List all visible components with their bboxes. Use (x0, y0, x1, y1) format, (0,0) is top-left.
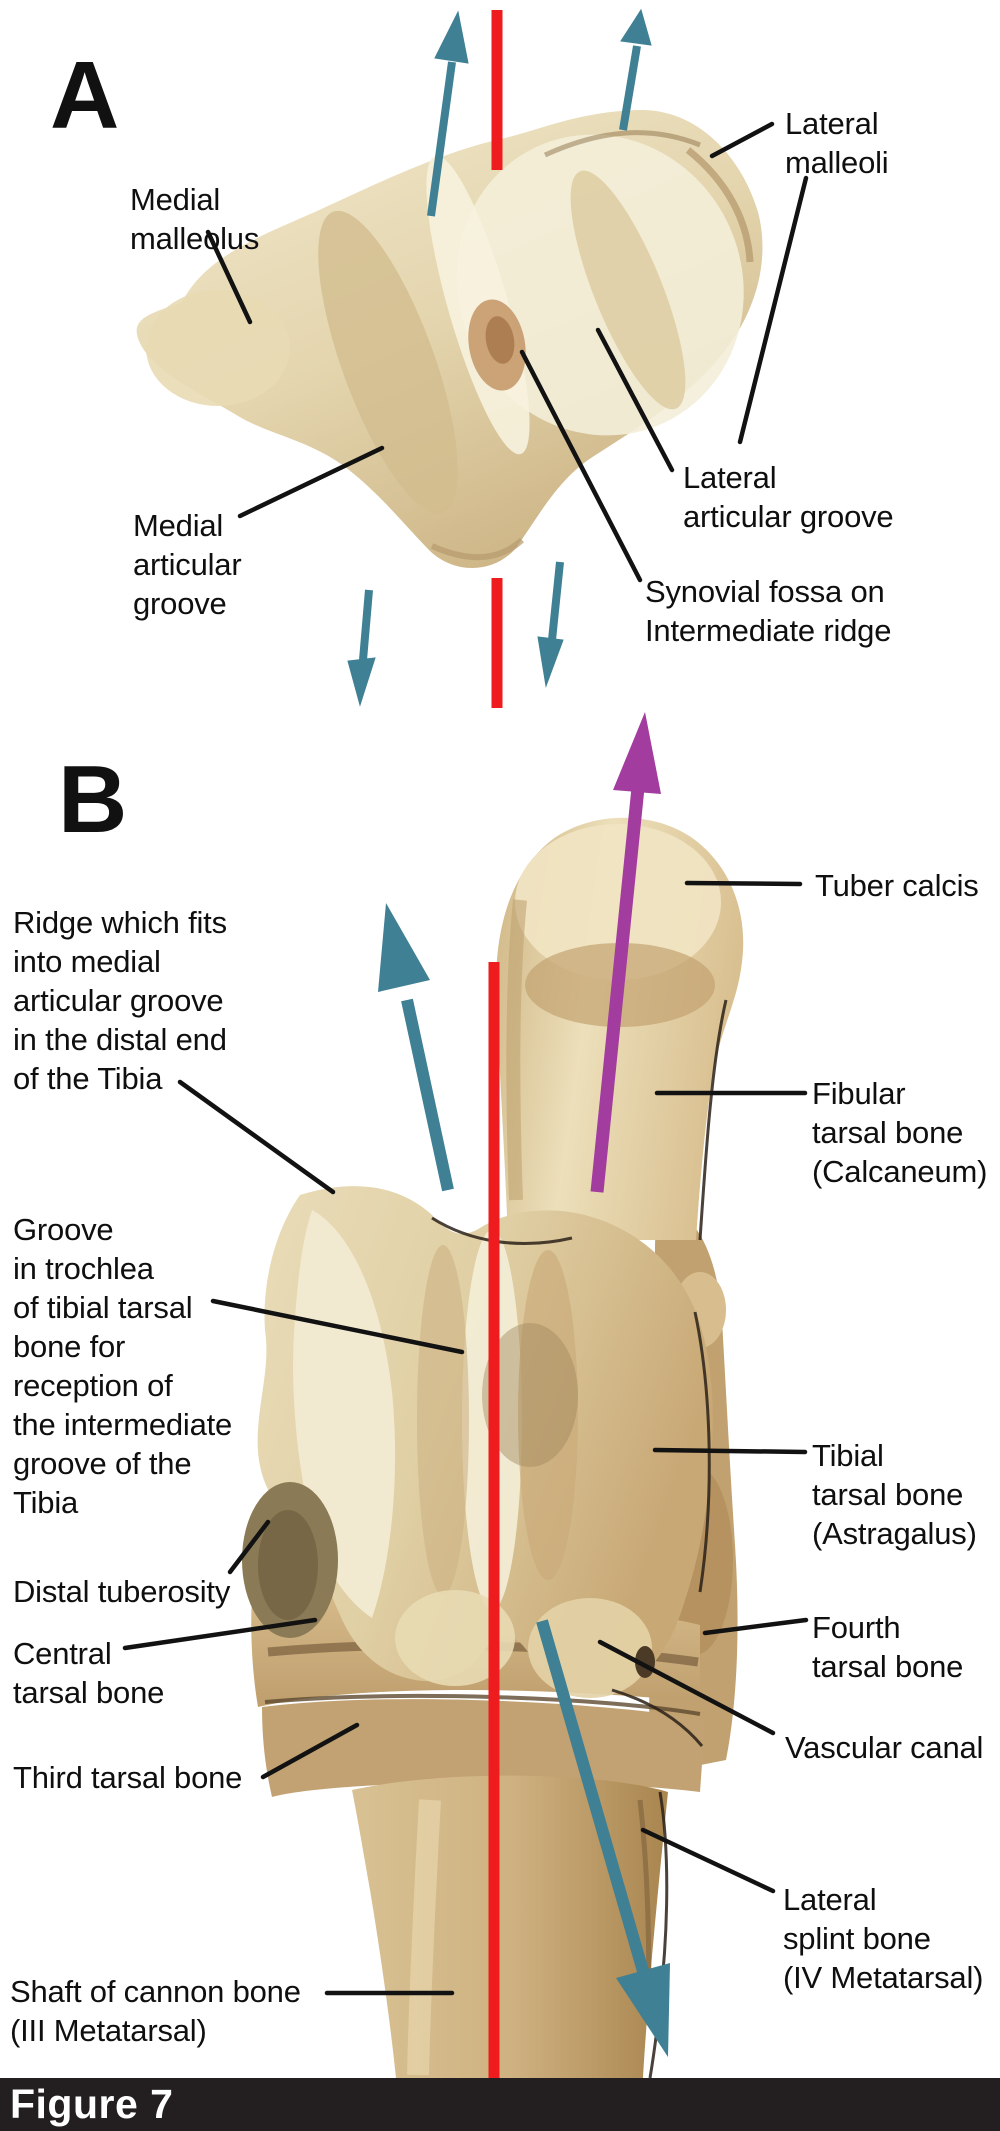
distal-tuberosity-texture (258, 1510, 318, 1620)
arrow-down-left-head (347, 657, 376, 707)
label-central-tarsal: Central tarsal bone (13, 1636, 165, 1710)
cannon-bone-shaft (352, 1775, 668, 2078)
label-fourth-tarsal: Fourth tarsal bone (812, 1610, 964, 1684)
panel-a-leader-lines (205, 121, 809, 583)
arrow-up-purple-head (613, 712, 661, 794)
panel-a-motion-arrows (347, 8, 652, 707)
talus-dark-patch (482, 1323, 578, 1467)
panel-b-leader-lines (122, 880, 809, 1996)
arrow-up-teal-shaft (401, 998, 454, 1192)
leader-central-tarsal (122, 1617, 318, 1651)
arrow-up-left-shaft (427, 61, 456, 217)
arrow-up-left-head (434, 10, 469, 64)
medial-groove-shading (318, 210, 458, 514)
tuber-calcis-dome (515, 824, 721, 980)
arrow-up-right-head (620, 8, 652, 46)
label-tuber-calcis: Tuber calcis (815, 868, 979, 903)
leader-groove-trochlea (210, 1298, 465, 1355)
leader-ridge (177, 1079, 336, 1195)
leader-synovial-fossa (519, 349, 643, 583)
label-synovial-fossa: Synovial fossa on Intermediate ridge (645, 574, 892, 648)
label-lateral-splint: Lateral splint bone (IV Metatarsal) (783, 1882, 984, 1995)
contour-condyle-fourth (611, 1688, 704, 1747)
figure-caption: Figure 7 (10, 2081, 174, 2127)
bone-top-crease (543, 130, 701, 158)
leader-fourth-tarsal (702, 1617, 809, 1636)
arrow-up-purple-shaft (590, 777, 646, 1193)
calcaneum-left-shading (506, 899, 527, 1201)
third-tarsal-band (262, 1699, 705, 1797)
label-medial-articular-groove: Medial articular groove (133, 508, 242, 621)
label-third-tarsal: Third tarsal bone (13, 1760, 243, 1795)
label-tibial-tarsal: Tibial tarsal bone (Astragalus) (812, 1438, 977, 1551)
panel-b-letter: B (58, 746, 128, 853)
label-groove-trochlea: Groove in trochlea of tibial tarsal bone… (13, 1212, 233, 1520)
groove-shadow-right (518, 1250, 578, 1580)
cannon-highlight (407, 1799, 441, 2076)
leader-vascular-canal (597, 1639, 776, 1736)
leader-lateral-malleoli-1 (709, 121, 775, 159)
arrow-down-teal-head (616, 1963, 670, 2057)
leader-lateral-splint (640, 1827, 776, 1894)
leader-lateral-articular-groove (595, 327, 675, 473)
label-vascular-canal: Vascular canal (785, 1730, 984, 1765)
leader-tibial-tarsal (652, 1447, 808, 1455)
label-lateral-articular-groove: Lateral articular groove (683, 460, 894, 534)
leader-lateral-malleoli-2 (737, 175, 809, 445)
leader-tuber-calcis (684, 880, 803, 887)
label-distal-tuberosity: Distal tuberosity (13, 1574, 231, 1609)
medial-malleolus-surface (146, 290, 290, 406)
label-fibular-tarsal: Fibular tarsal bone (Calcaneum) (812, 1076, 988, 1189)
contour-calcaneum-right (698, 999, 728, 1241)
panel-b-motion-arrows (378, 712, 670, 2057)
leader-medial-articular-groove (237, 445, 385, 519)
arrow-up-right-shaft (619, 45, 641, 131)
panel-a-letter: A (50, 42, 120, 149)
synovial-fossa-core (485, 316, 515, 364)
bone-bottom-crease (430, 537, 525, 561)
leader-third-tarsal (260, 1722, 360, 1780)
leader-distal-tuberosity (227, 1519, 271, 1575)
arrow-down-right-shaft (548, 561, 564, 641)
bone-rim-shading (685, 147, 754, 263)
label-medial-malleolus: Medial malleolus (130, 182, 260, 256)
label-shaft-cannon: Shaft of cannon bone (III Metatarsal) (10, 1974, 301, 2048)
panel-b-bone-photo (242, 817, 744, 2079)
leader-medial-malleolus (205, 229, 253, 325)
talus-condyle-left (395, 1590, 515, 1686)
label-lateral-malleoli: Lateral malleoli (785, 106, 889, 180)
arrow-down-teal-shaft (536, 1619, 653, 1987)
lateral-groove-shading (570, 170, 686, 410)
arrow-down-right-head (537, 636, 564, 688)
caption-bar: Figure 7 (0, 2078, 1000, 2131)
groove-shadow-left (417, 1245, 469, 1595)
arrow-down-left-shaft (359, 589, 373, 661)
contour-talus-right (693, 1311, 711, 1593)
arrow-up-teal-head (378, 903, 430, 992)
label-ridge-fits: Ridge which fits into medial articular g… (13, 905, 227, 1096)
